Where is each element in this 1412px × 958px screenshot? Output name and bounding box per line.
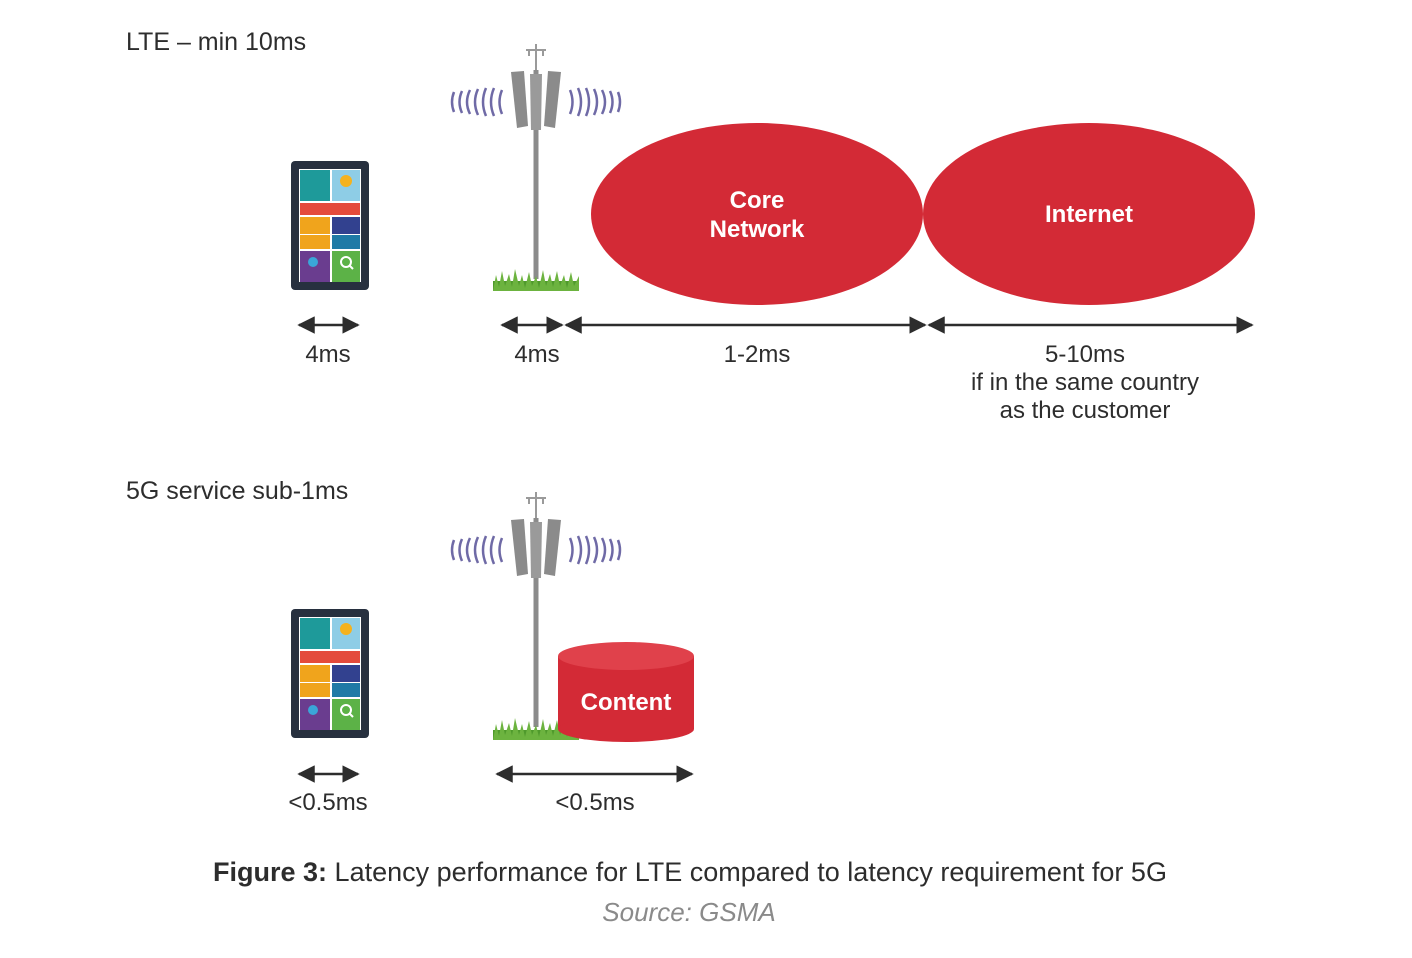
lte-section-title: LTE – min 10ms xyxy=(126,28,307,56)
core-network-label-line2: Network xyxy=(709,216,805,243)
lte-internet-latency: 5-10ms if in the same country as the cus… xyxy=(935,341,1235,425)
lte-device-latency: 4ms xyxy=(305,341,351,368)
content-cylinder xyxy=(558,642,694,742)
lte-tower-icon xyxy=(452,44,620,279)
internet-label: Internet xyxy=(1044,201,1133,228)
lte-radio-latency: 4ms xyxy=(514,341,560,368)
lte-core-latency: 1-2ms xyxy=(723,341,791,368)
core-network-label-line1: Core xyxy=(729,187,785,214)
figure-caption-label: Figure 3: xyxy=(213,857,328,887)
lte-phone-icon xyxy=(290,160,370,291)
internet-ellipse xyxy=(923,123,1255,305)
figure-caption-text: Latency performance for LTE compared to … xyxy=(327,857,1167,887)
lte-internet-latency-note2: as the customer xyxy=(999,397,1171,424)
core-network-ellipse xyxy=(591,123,923,305)
lte-internet-latency-note1: if in the same country xyxy=(970,369,1200,396)
fiveg-device-latency: <0.5ms xyxy=(288,789,368,816)
figure-caption: Figure 3: Latency performance for LTE co… xyxy=(0,857,1380,888)
fiveg-section-title: 5G service sub-1ms xyxy=(126,477,349,505)
content-label: Content xyxy=(580,689,672,716)
lte-internet-latency-value: 5-10ms xyxy=(1044,341,1126,368)
core-network-label: Core Network xyxy=(657,186,857,244)
figure-source: Source: GSMA xyxy=(602,897,776,927)
fiveg-phone-icon xyxy=(290,608,370,739)
fiveg-edge-latency: <0.5ms xyxy=(555,789,635,816)
